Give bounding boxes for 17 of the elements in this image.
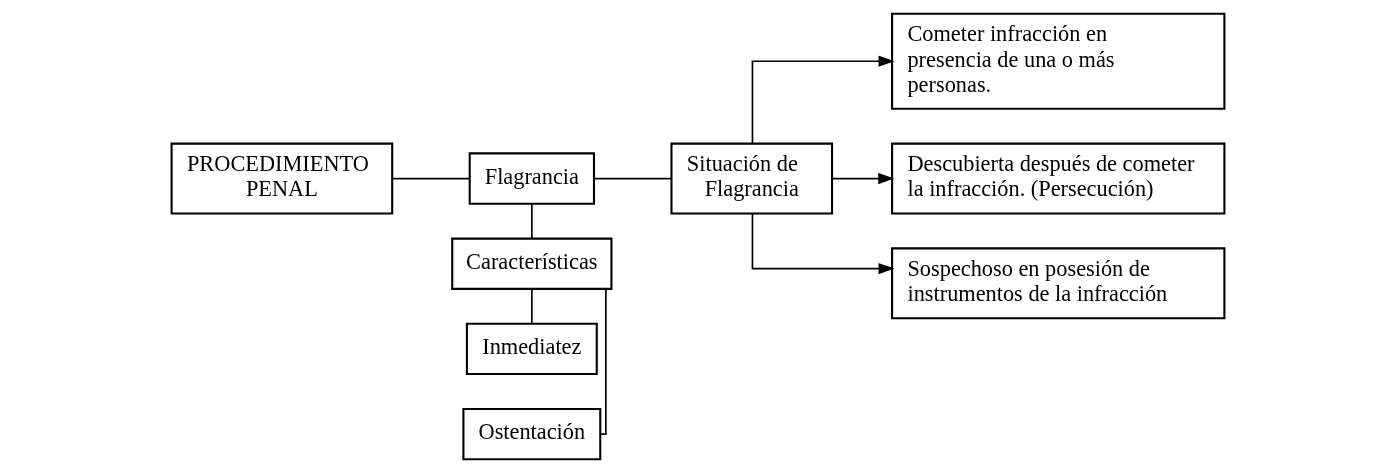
node-box: Ostentación: [461, 407, 601, 461]
node-box: Descubierta después de cometer la infracción. (Persecución): [890, 142, 1225, 215]
node-box: Inmediatez: [465, 322, 598, 376]
connector: [530, 203, 533, 240]
node-box: PROCEDIMIENTO PENAL: [170, 142, 393, 215]
node-box: Sospechoso en posesión de instrumentos de la infracción: [890, 247, 1225, 320]
node-box: Cometer infracción en presencia de una o más personas.: [890, 12, 1225, 110]
connector: [599, 288, 607, 435]
node-box: Situación de Flagrancia: [669, 142, 833, 215]
connector: [592, 177, 672, 180]
connector: [530, 288, 533, 325]
node-box: Características: [450, 237, 612, 290]
arrow: [751, 55, 894, 145]
connector: [390, 177, 470, 180]
node-box: Flagrancia: [468, 152, 595, 205]
arrow: [751, 212, 894, 275]
arrow: [830, 172, 894, 185]
